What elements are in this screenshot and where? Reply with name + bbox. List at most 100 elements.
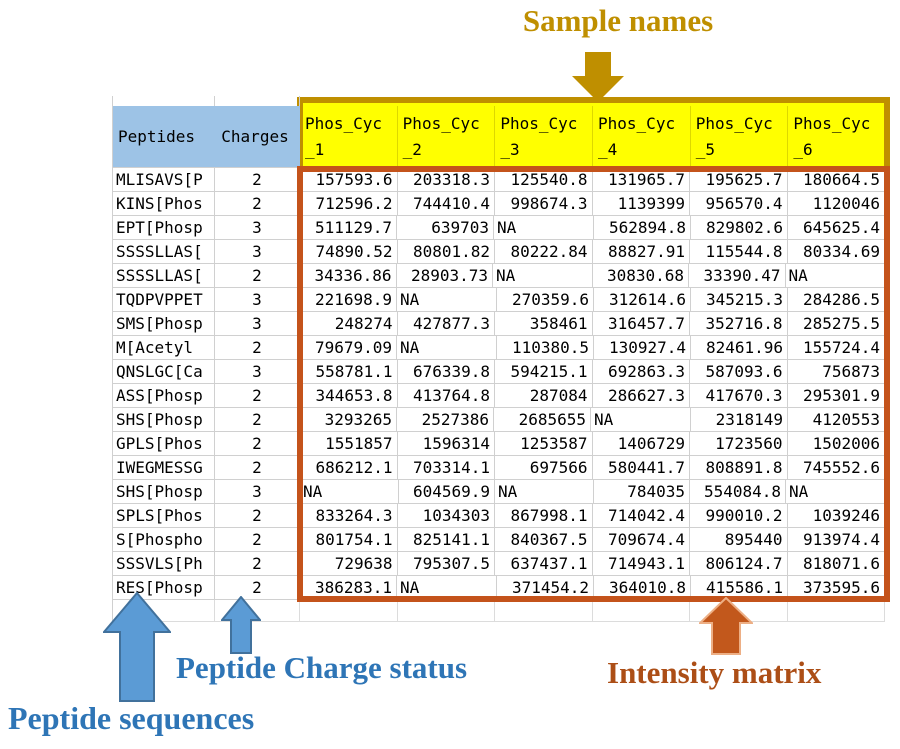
intensity-cell[interactable]: 867998.1: [495, 504, 593, 528]
intensity-cell[interactable]: 284286.5: [788, 288, 885, 312]
intensity-cell[interactable]: 125540.8: [495, 168, 593, 192]
intensity-cell[interactable]: 1502006: [787, 432, 885, 456]
intensity-cell[interactable]: 295301.9: [787, 384, 885, 408]
charge-cell[interactable]: 2: [215, 528, 300, 552]
charge-cell[interactable]: 2: [215, 408, 300, 432]
intensity-cell[interactable]: 990010.2: [690, 504, 788, 528]
intensity-cell[interactable]: 703314.1: [397, 456, 495, 480]
intensity-cell[interactable]: NA: [494, 216, 594, 240]
charge-cell[interactable]: 3: [215, 216, 300, 240]
peptide-cell[interactable]: SMS[Phosp: [113, 312, 215, 336]
intensity-cell[interactable]: 558781.1: [300, 360, 398, 384]
intensity-cell[interactable]: 2527386: [397, 408, 494, 432]
intensity-cell[interactable]: 115544.8: [690, 240, 788, 264]
intensity-cell[interactable]: 554084.8: [690, 480, 786, 504]
charge-cell[interactable]: 2: [215, 456, 300, 480]
intensity-cell[interactable]: 248274: [300, 312, 398, 336]
intensity-cell[interactable]: 808891.8: [690, 456, 788, 480]
intensity-cell[interactable]: 801754.1: [300, 528, 398, 552]
intensity-cell[interactable]: 316457.7: [592, 312, 690, 336]
intensity-cell[interactable]: 2685655: [494, 408, 591, 432]
intensity-cell[interactable]: 825141.1: [397, 528, 495, 552]
peptide-cell[interactable]: QNSLGC[Ca: [113, 360, 215, 384]
intensity-cell[interactable]: 417670.3: [690, 384, 788, 408]
intensity-cell[interactable]: 287084: [495, 384, 593, 408]
intensity-cell[interactable]: 221698.9: [300, 288, 397, 312]
intensity-cell[interactable]: 110380.5: [497, 336, 594, 360]
sample-column-header[interactable]: Phos_Cyc_6: [793, 114, 871, 159]
intensity-cell[interactable]: 157593.6: [300, 168, 398, 192]
intensity-cell[interactable]: 80222.84: [495, 240, 593, 264]
intensity-cell[interactable]: 130927.4: [594, 336, 691, 360]
charge-cell[interactable]: 3: [215, 312, 300, 336]
intensity-cell[interactable]: 4120553: [788, 408, 885, 432]
intensity-cell[interactable]: 697566: [495, 456, 593, 480]
intensity-cell[interactable]: 79679.09: [300, 336, 397, 360]
intensity-cell[interactable]: 818071.6: [787, 552, 885, 576]
intensity-cell[interactable]: 1253587: [495, 432, 593, 456]
intensity-cell[interactable]: 364010.8: [594, 576, 691, 600]
peptide-cell[interactable]: SSSVLS[Ph: [113, 552, 215, 576]
intensity-cell[interactable]: 2318149: [691, 408, 788, 432]
intensity-cell[interactable]: 270359.6: [497, 288, 594, 312]
intensity-cell[interactable]: 998674.3: [495, 192, 593, 216]
peptide-cell[interactable]: MLISAVS[P: [113, 168, 215, 192]
charge-cell[interactable]: 2: [215, 552, 300, 576]
peptide-cell[interactable]: TQDPVPPET: [113, 288, 215, 312]
charge-cell[interactable]: 2: [215, 384, 300, 408]
intensity-cell[interactable]: 744410.4: [397, 192, 495, 216]
intensity-cell[interactable]: 1034303: [397, 504, 495, 528]
intensity-cell[interactable]: 88827.91: [592, 240, 690, 264]
charge-cell[interactable]: 3: [215, 480, 300, 504]
peptide-cell[interactable]: GPLS[Phos: [113, 432, 215, 456]
intensity-cell[interactable]: 587093.6: [690, 360, 788, 384]
intensity-cell[interactable]: 285275.5: [787, 312, 885, 336]
intensity-cell[interactable]: 286627.3: [592, 384, 690, 408]
intensity-cell[interactable]: NA: [397, 576, 497, 600]
intensity-cell[interactable]: 692863.3: [592, 360, 690, 384]
charge-cell[interactable]: 2: [215, 504, 300, 528]
peptide-cell[interactable]: SHS[Phosp: [113, 480, 215, 504]
intensity-cell[interactable]: 712596.2: [300, 192, 398, 216]
intensity-cell[interactable]: 82461.96: [691, 336, 788, 360]
intensity-cell[interactable]: 784035: [594, 480, 690, 504]
intensity-cell[interactable]: 580441.7: [592, 456, 690, 480]
peptide-cell[interactable]: SHS[Phosp: [113, 408, 215, 432]
charge-cell[interactable]: 2: [215, 432, 300, 456]
sample-column-header[interactable]: Phos_Cyc_5: [691, 106, 789, 168]
intensity-cell[interactable]: 3293265: [300, 408, 397, 432]
intensity-cell[interactable]: 30830.68: [592, 264, 689, 288]
intensity-cell[interactable]: 833264.3: [300, 504, 398, 528]
intensity-cell[interactable]: 33390.47: [689, 264, 786, 288]
peptide-cell[interactable]: SPLS[Phos: [113, 504, 215, 528]
intensity-cell[interactable]: 686212.1: [300, 456, 398, 480]
intensity-cell[interactable]: 1120046: [787, 192, 885, 216]
intensity-cell[interactable]: 840367.5: [495, 528, 593, 552]
intensity-cell[interactable]: 344653.8: [300, 384, 398, 408]
intensity-cell[interactable]: 795307.5: [397, 552, 495, 576]
intensity-cell[interactable]: 956570.4: [690, 192, 788, 216]
intensity-cell[interactable]: 203318.3: [397, 168, 495, 192]
intensity-cell[interactable]: NA: [397, 288, 497, 312]
peptide-cell[interactable]: SSSSLLAS[: [113, 240, 215, 264]
intensity-cell[interactable]: 806124.7: [690, 552, 788, 576]
intensity-cell[interactable]: 639703: [397, 216, 494, 240]
intensity-cell[interactable]: 745552.6: [787, 456, 885, 480]
charge-cell[interactable]: 2: [215, 192, 300, 216]
intensity-cell[interactable]: 195625.7: [690, 168, 788, 192]
charge-cell[interactable]: 3: [215, 360, 300, 384]
peptide-cell[interactable]: SSSSLLAS[: [113, 264, 215, 288]
intensity-cell[interactable]: 427877.3: [397, 312, 495, 336]
intensity-cell[interactable]: 1406729: [592, 432, 690, 456]
peptide-cell[interactable]: IWEGMESSG: [113, 456, 215, 480]
intensity-cell[interactable]: 729638: [300, 552, 398, 576]
peptide-cell[interactable]: S[Phospho: [113, 528, 215, 552]
peptide-cell[interactable]: EPT[Phosp: [113, 216, 215, 240]
intensity-cell[interactable]: 373595.6: [788, 576, 885, 600]
column-header-charges[interactable]: Charges: [221, 127, 289, 146]
peptide-cell[interactable]: RES[Phosp: [113, 576, 215, 600]
intensity-cell[interactable]: NA: [300, 480, 399, 504]
intensity-cell[interactable]: 1596314: [397, 432, 495, 456]
intensity-cell[interactable]: 80334.69: [787, 240, 885, 264]
intensity-cell[interactable]: NA: [785, 264, 885, 288]
